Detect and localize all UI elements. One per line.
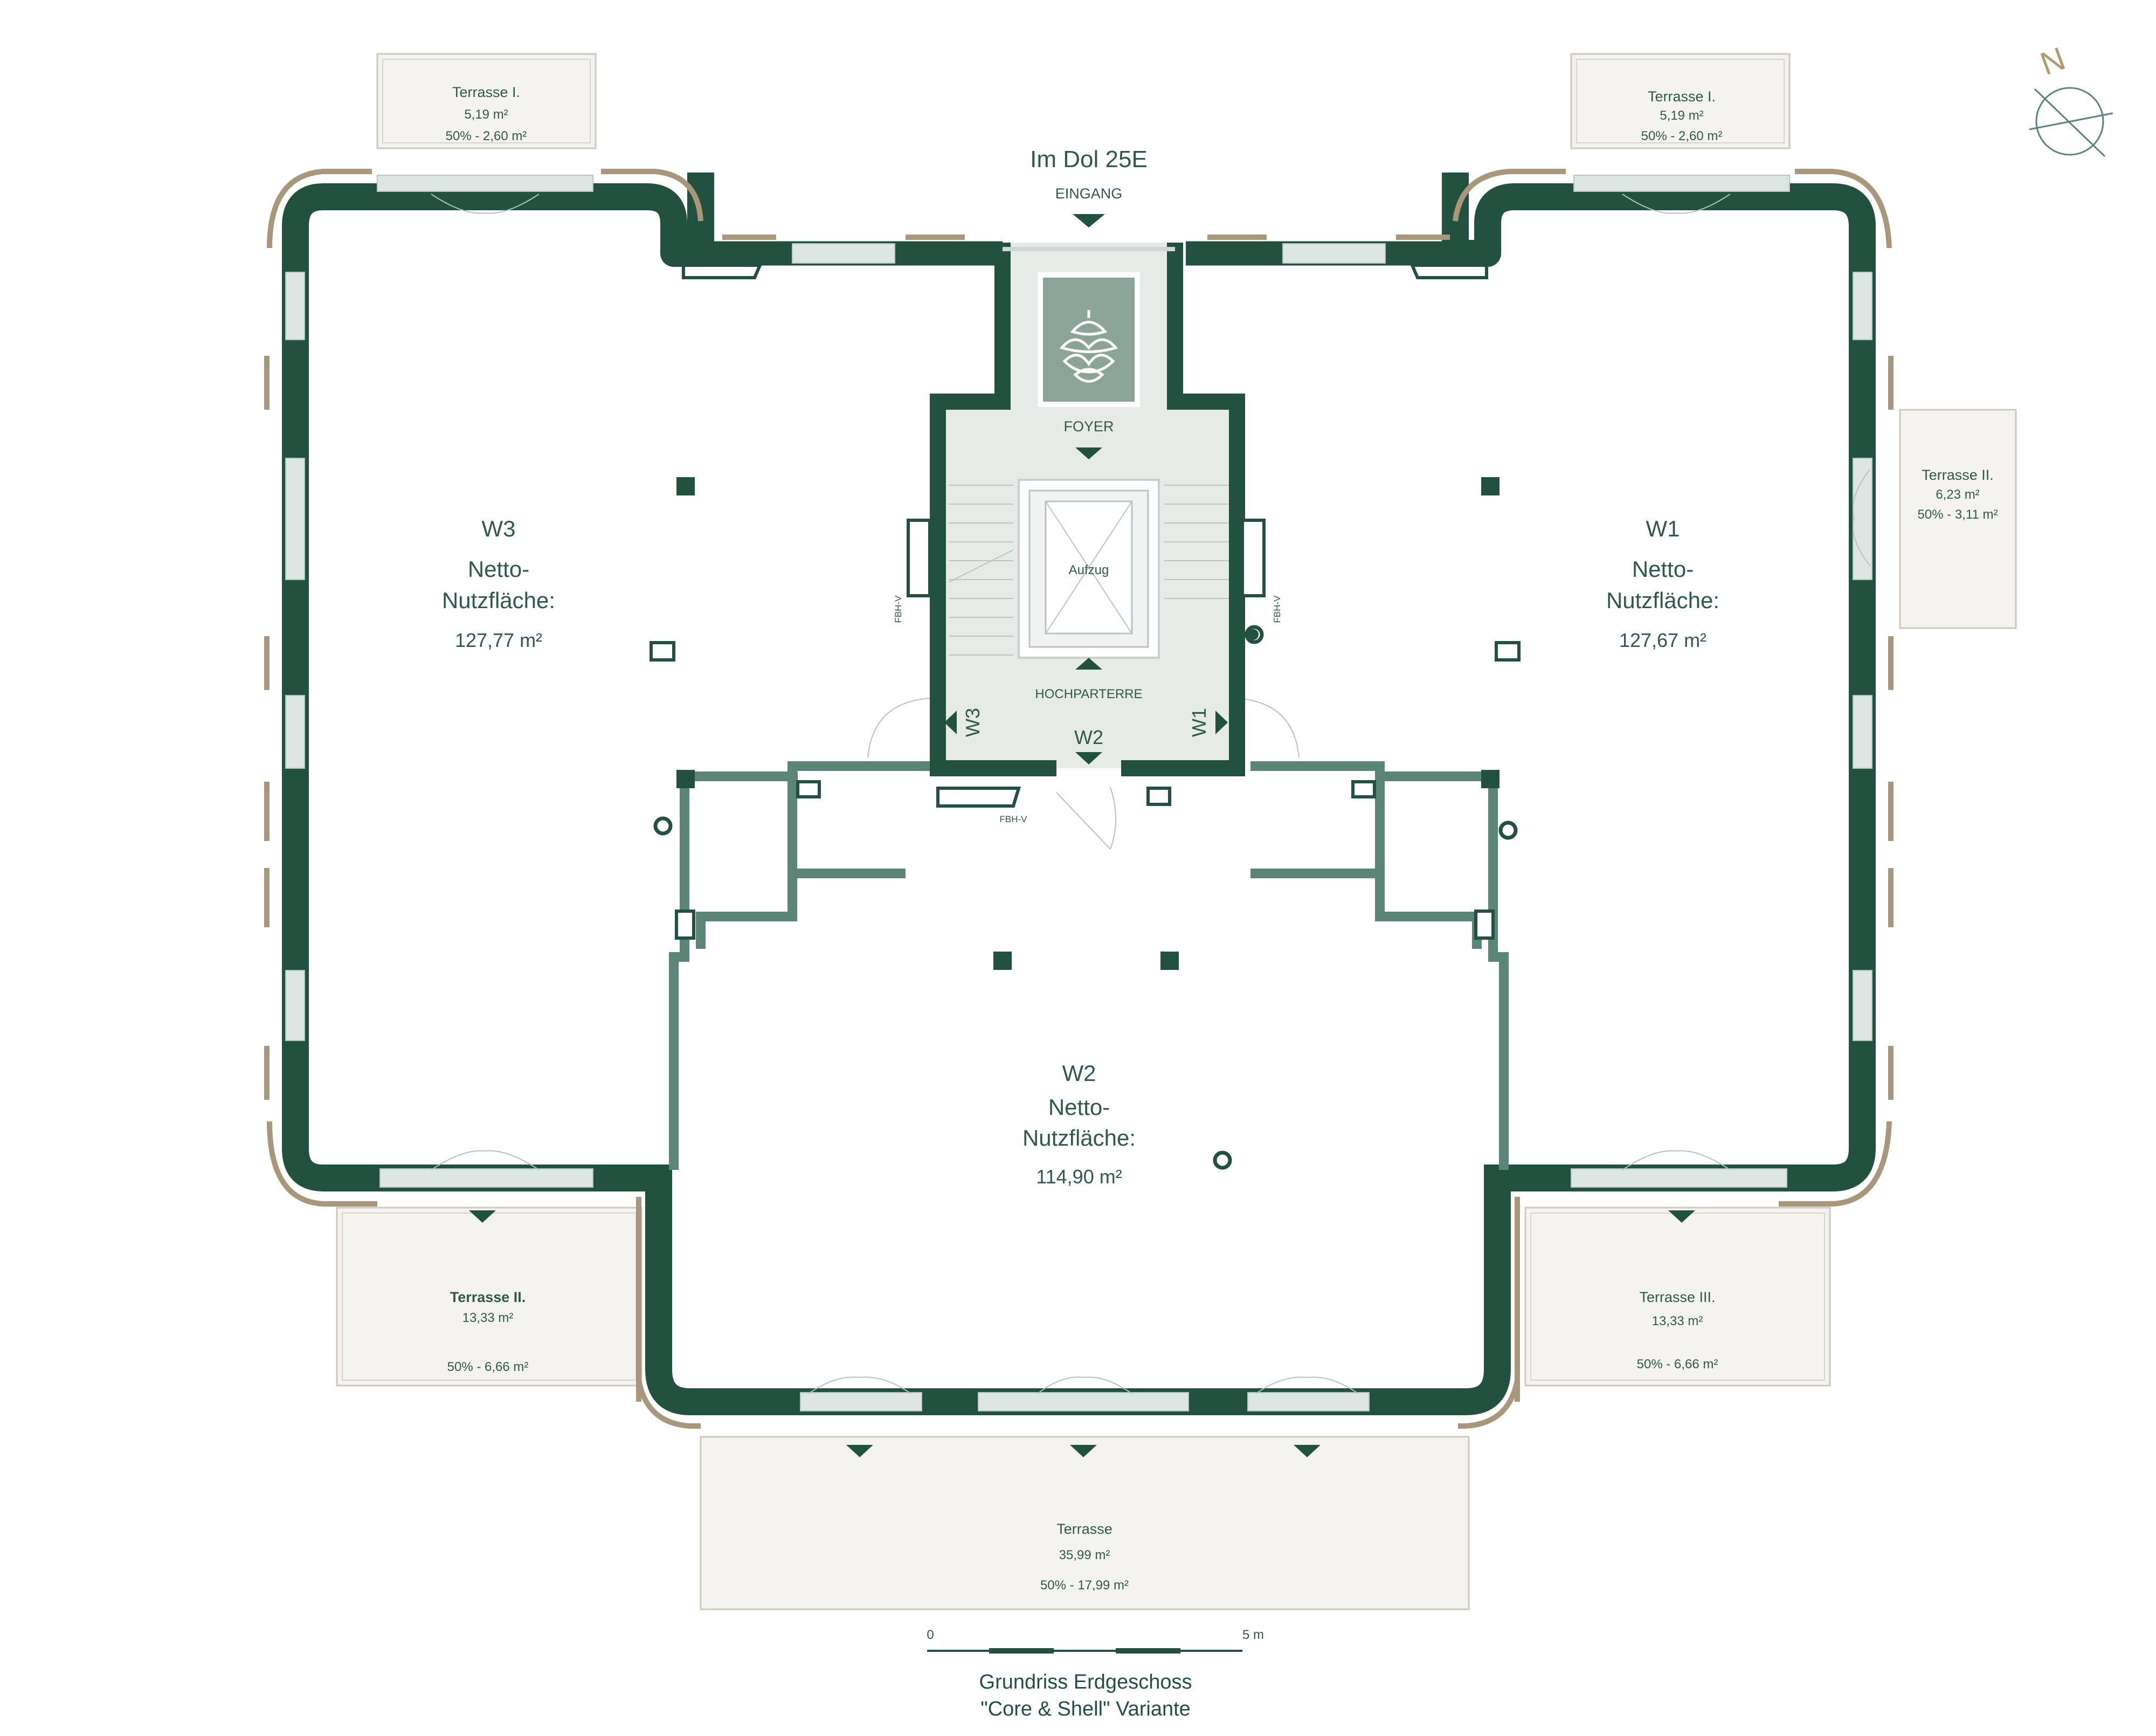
stair-lines	[948, 485, 1229, 656]
fbh-bottom-label: FBH-V	[1000, 814, 1028, 824]
scale-start: 0	[927, 1628, 934, 1642]
core-wall	[930, 243, 1245, 776]
north-arrow-icon: N	[2029, 40, 2113, 157]
terrace-bottom-left-share: 50% - 6,66 m²	[447, 1360, 529, 1374]
terrace-top-left-name: Terrasse I.	[452, 84, 520, 100]
core-w1-label: W1	[1188, 708, 1210, 737]
entrance-label: EINGANG	[1055, 185, 1123, 202]
unit-w1-area: 127,67 m²	[1619, 629, 1706, 651]
unit-w3-line2: Nutzfläche:	[442, 588, 555, 613]
lift-label: Aufzug	[1069, 563, 1109, 577]
building	[264, 169, 1894, 1457]
terrace-bottom-right-area: 13,33 m²	[1652, 1314, 1703, 1328]
core-w2-label: W2	[1074, 726, 1103, 748]
terrace-bottom	[700, 1436, 1470, 1610]
terrace-right-area: 6,23 m²	[1936, 487, 1979, 502]
caption-line1: Grundriss Erdgeschoss	[979, 1671, 1192, 1693]
terrace-top-left	[376, 53, 597, 149]
terrace-right-name: Terrasse II.	[1922, 467, 1994, 483]
fbh-right-label: FBH-V	[1272, 595, 1282, 623]
terrace-top-left-area: 5,19 m²	[464, 107, 508, 122]
terrace-top-right-area: 5,19 m²	[1660, 108, 1703, 123]
north-label: N	[2036, 40, 2070, 82]
core-w3-label: W3	[962, 708, 984, 737]
entrance-address: Im Dol 25E	[1030, 146, 1148, 173]
unit-w3-name: W3	[482, 516, 516, 541]
terrace-bottom-right	[1524, 1207, 1831, 1387]
caption-line2: "Core & Shell" Variante	[980, 1698, 1191, 1720]
labels: Im Dol 25E EINGANG FOYER Aufzug HOCHPART…	[442, 84, 1998, 1720]
unit-w2-name: W2	[1062, 1060, 1096, 1086]
unit-w2-line2: Nutzfläche:	[1022, 1125, 1136, 1151]
terrace-right-share: 50% - 3,11 m²	[1918, 507, 1998, 522]
terrace-right	[1899, 409, 2017, 629]
hochparterre-label: HOCHPARTERRE	[1035, 687, 1142, 701]
fbh-left-label: FBH-V	[893, 595, 903, 623]
terrace-top-right-name: Terrasse I.	[1648, 88, 1716, 105]
terrace-bottom-left-name: Terrasse II.	[450, 1289, 526, 1305]
unit-w1-line1: Netto-	[1632, 556, 1694, 582]
terraces	[336, 53, 2017, 1610]
unit-w1-line2: Nutzfläche:	[1606, 588, 1719, 613]
terrace-bottom-share: 50% - 17,99 m²	[1040, 1578, 1129, 1593]
hop-cone-icon	[1059, 310, 1118, 383]
terrace-bottom-right-name: Terrasse III.	[1639, 1289, 1715, 1305]
floor-drain-icons	[653, 625, 1518, 1170]
terrace-bottom-name: Terrasse	[1056, 1521, 1112, 1537]
terrace-bottom-right-share: 50% - 6,66 m²	[1637, 1357, 1718, 1372]
unit-w1-name: W1	[1646, 516, 1680, 541]
wall-w3	[282, 173, 714, 1191]
unit-w2-line1: Netto-	[1048, 1094, 1110, 1120]
unit-w1-floor	[1186, 197, 1887, 1180]
terrace-bottom-left	[336, 1207, 642, 1387]
terrace-top-right	[1570, 53, 1791, 149]
terrace-top-left-share: 50% - 2,60 m²	[446, 129, 527, 143]
facade-cladding	[264, 169, 1894, 1429]
scale-bar: 0 5 m	[927, 1628, 1264, 1654]
unit-w3-line1: Netto-	[468, 556, 529, 582]
wall-w2	[645, 1165, 1511, 1415]
columns	[676, 477, 1499, 970]
heating-manifolds	[649, 264, 1521, 940]
unit-w2-area: 114,90 m²	[1036, 1166, 1122, 1188]
foyer-lift-tile	[1038, 272, 1140, 407]
terrace-bottom-area: 35,99 m²	[1059, 1548, 1110, 1562]
terrace-top-right-share: 50% - 2,60 m²	[1641, 129, 1723, 143]
foyer-label: FOYER	[1063, 418, 1114, 435]
windows	[285, 175, 1872, 1411]
unit-w3-area: 127,77 m²	[455, 629, 542, 651]
unit-w3-floor	[295, 197, 1024, 1180]
wall-w1	[1442, 173, 1876, 1191]
door-swings	[431, 194, 1871, 1394]
scale-end: 5 m	[1242, 1628, 1264, 1642]
terrace-bottom-left-area: 13,33 m²	[462, 1311, 514, 1325]
triangle-down-icons	[469, 214, 1695, 1457]
